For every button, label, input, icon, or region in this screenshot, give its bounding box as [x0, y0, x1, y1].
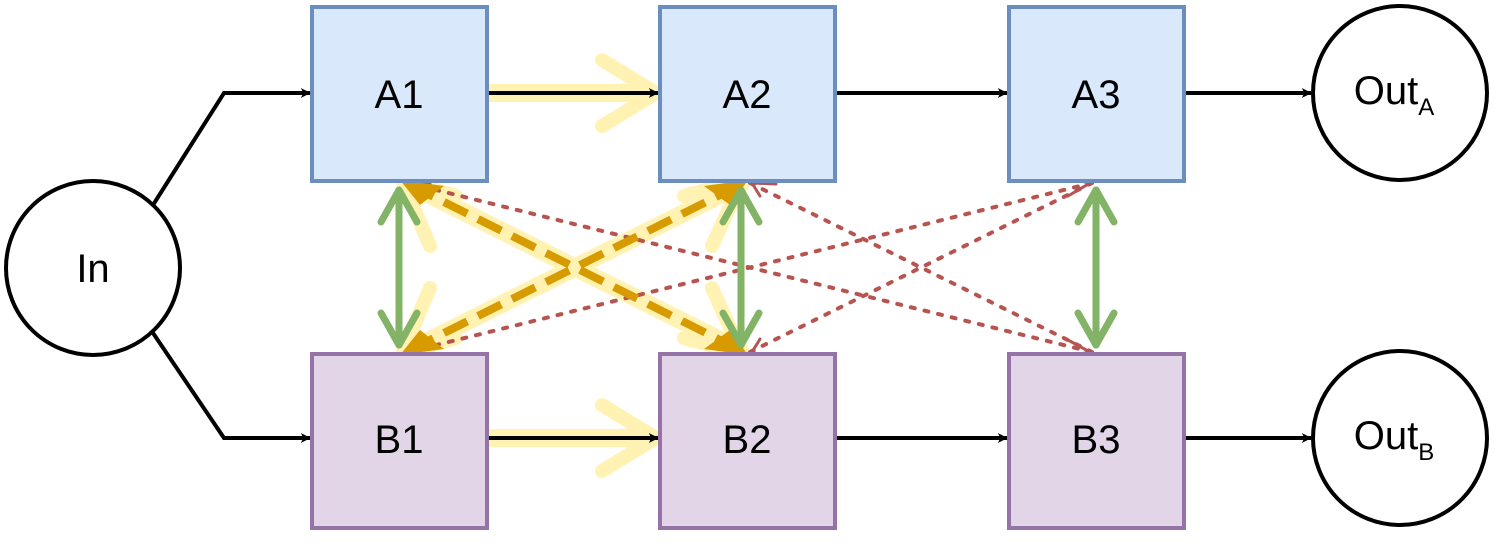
green-a2-head: [719, 186, 763, 226]
dashed-head-b2: [704, 330, 748, 355]
green-b1-head: [377, 309, 421, 349]
green-a1-head: [377, 186, 421, 226]
vertical-links: [377, 186, 1118, 349]
node-a2: A2: [658, 5, 837, 183]
node-out-b-sub: B: [1418, 439, 1434, 466]
node-a1: A1: [310, 5, 489, 183]
dashed-arrowheads: [400, 180, 748, 355]
green-b3-head: [1074, 309, 1118, 349]
node-in: In: [4, 179, 182, 357]
node-b2: B2: [658, 352, 837, 530]
dashed-head-a1: [400, 180, 444, 205]
dotted-b1-a3: [406, 181, 1094, 354]
node-out-a-label: OutA: [1354, 69, 1435, 121]
dotted-connectors: [406, 181, 1094, 354]
edge-in-b1: [151, 331, 311, 443]
node-a1-label: A1: [375, 73, 424, 117]
green-a3-head: [1074, 186, 1118, 226]
node-out-a: OutA: [1311, 4, 1489, 182]
node-a2-label: A2: [723, 73, 772, 117]
node-a3-label: A3: [1072, 73, 1121, 117]
green-b2-head: [719, 309, 763, 349]
node-b1: B1: [310, 352, 489, 530]
node-out-b-label: OutB: [1354, 414, 1435, 466]
solid-connectors: [151, 88, 1312, 443]
dashed-a1-b2: [408, 181, 742, 354]
node-out-a-sub: A: [1418, 94, 1434, 121]
dashed-head-a2: [704, 180, 748, 205]
node-a3: A3: [1007, 5, 1186, 183]
node-out-a-main: Out: [1354, 69, 1418, 113]
node-b3-label: B3: [1072, 418, 1121, 462]
node-out-b-main: Out: [1354, 414, 1418, 458]
node-out-b: OutB: [1311, 349, 1489, 527]
node-b1-label: B1: [375, 418, 424, 462]
node-b3: B3: [1007, 352, 1186, 530]
dashed-head-b1: [400, 330, 444, 355]
dashed-connectors: [408, 181, 742, 354]
edge-in-a1: [151, 88, 311, 207]
node-in-label: In: [76, 247, 109, 291]
dashed-b1-a2: [408, 181, 742, 354]
node-b2-label: B2: [723, 418, 772, 462]
